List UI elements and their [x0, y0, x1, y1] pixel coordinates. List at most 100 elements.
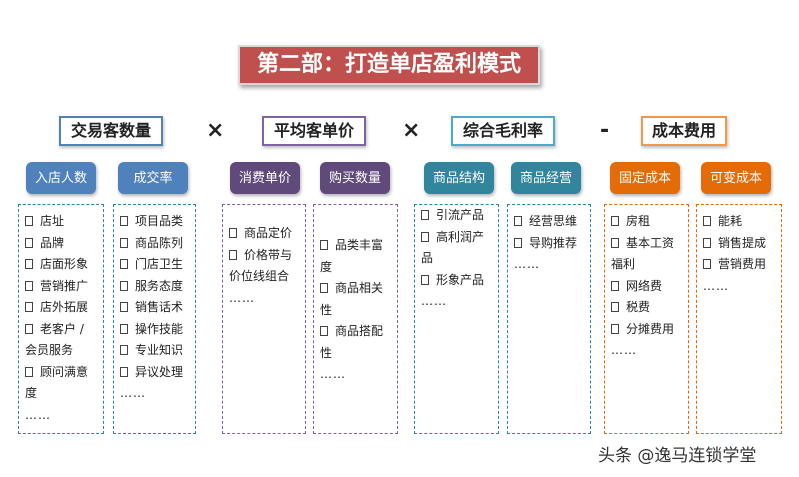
- list-item-label: 商品定价: [244, 226, 293, 240]
- list-item: 专业知识: [120, 340, 189, 362]
- pill-conversion-rate: 成交率: [118, 162, 188, 194]
- list-item-label: 营销推广: [40, 278, 89, 293]
- page-title: 第二部：打造单店盈利模式: [238, 45, 540, 85]
- list-item: 商品搭配性: [320, 321, 391, 364]
- checkbox-bullet-icon: [25, 216, 33, 226]
- list-item: 税费: [611, 297, 682, 319]
- list-item: 老客户 / 会员服务: [25, 319, 97, 362]
- detail-box-purchase-quantity: 品类丰富度商品相关性商品搭配性 ……: [313, 204, 398, 434]
- list-item-label: 店外拓展: [40, 300, 89, 314]
- list-item: 导购推荐: [514, 233, 584, 255]
- pill-product-structure: 商品结构: [424, 162, 494, 194]
- list-item: 门店卫生: [120, 254, 189, 276]
- list-item-label: 营销费用: [718, 257, 767, 271]
- more-ellipsis: ……: [320, 367, 346, 381]
- pill-product-operation: 商品经营: [511, 162, 581, 194]
- list-item-label: 形象产品: [436, 272, 485, 287]
- list-item-label: 能耗: [718, 214, 743, 228]
- checkbox-bullet-icon: [229, 249, 237, 260]
- checkbox-bullet-icon: [120, 280, 128, 291]
- list-item-label: 分摊费用: [626, 321, 675, 336]
- more-ellipsis: ……: [421, 294, 447, 308]
- list-item: 异议处理: [120, 362, 189, 384]
- pill-unit-price: 消费单价: [230, 162, 300, 194]
- detail-box-conversion-rate: 项目品类商品陈列门店卫生服务态度销售话术操作技能专业知识异议处理 ……: [113, 204, 196, 434]
- checkbox-bullet-icon: [120, 366, 128, 377]
- list-item-label: 销售提成: [718, 235, 767, 250]
- pill-purchase-quantity: 购买数量: [320, 162, 390, 194]
- list-item-label: 门店卫生: [135, 257, 184, 271]
- checkbox-bullet-icon: [25, 323, 33, 334]
- checkbox-bullet-icon: [320, 283, 328, 293]
- checkbox-bullet-icon: [703, 216, 711, 226]
- checkbox-bullet-icon: [611, 237, 619, 248]
- checkbox-bullet-icon: [421, 231, 429, 242]
- list-item-label: 店面形象: [40, 257, 89, 271]
- factor-average-ticket: 平均客单价: [262, 116, 366, 146]
- list-item: 操作技能: [120, 319, 189, 341]
- checkbox-bullet-icon: [120, 259, 128, 269]
- list-item: 价格带与价位线组合: [229, 245, 299, 288]
- checkbox-bullet-icon: [514, 237, 522, 248]
- list-item-label: 销售话术: [135, 300, 184, 314]
- checkbox-bullet-icon: [25, 237, 33, 248]
- list-item-label: 房租: [626, 214, 651, 228]
- checkbox-bullet-icon: [25, 280, 33, 291]
- list-item: 店址: [25, 211, 97, 233]
- more-ellipsis: ……: [611, 343, 637, 357]
- list-item: 营销费用: [703, 254, 775, 276]
- list-item-label: 网络费: [626, 278, 663, 293]
- checkbox-bullet-icon: [611, 280, 619, 291]
- checkbox-bullet-icon: [421, 210, 429, 220]
- list-item: 房租: [611, 211, 682, 233]
- detail-box-variable-cost: 能耗销售提成营销费用……: [696, 204, 782, 434]
- list-item-label: 品类丰富度: [320, 238, 384, 274]
- list-item-label: 高利润产品: [421, 229, 485, 266]
- checkbox-bullet-icon: [120, 237, 128, 248]
- list-item-label: 经营思维: [529, 214, 578, 228]
- checkbox-bullet-icon: [514, 216, 522, 226]
- checkbox-bullet-icon: [611, 302, 619, 312]
- list-item-label: 服务态度: [135, 278, 184, 293]
- list-item: 经营思维: [514, 211, 584, 233]
- list-item: 分摊费用: [611, 319, 682, 341]
- checkbox-bullet-icon: [320, 326, 328, 336]
- list-item-label: 商品相关性: [320, 281, 384, 317]
- checkbox-bullet-icon: [120, 345, 128, 355]
- checkbox-bullet-icon: [703, 237, 711, 248]
- checkbox-bullet-icon: [229, 228, 237, 238]
- factor-cost-expense: 成本费用: [641, 116, 727, 146]
- list-item: 销售提成: [703, 233, 775, 255]
- list-item: 商品定价: [229, 223, 299, 245]
- list-item: 引流产品: [421, 205, 492, 227]
- list-item-label: 项目品类: [135, 214, 184, 228]
- list-item-label: 品牌: [40, 235, 65, 250]
- more-ellipsis: ……: [120, 386, 146, 400]
- more-ellipsis: ……: [514, 257, 540, 271]
- checkbox-bullet-icon: [25, 366, 33, 377]
- multiply-operator: ×: [402, 118, 421, 143]
- detail-box-unit-price: 商品定价价格带与价位线组合……: [222, 204, 306, 434]
- pill-fixed-cost: 固定成本: [610, 162, 680, 194]
- list-item: 店外拓展: [25, 297, 97, 319]
- checkbox-bullet-icon: [320, 240, 328, 250]
- list-item: 网络费: [611, 276, 682, 298]
- checkbox-bullet-icon: [25, 259, 33, 269]
- list-item-label: 老客户 / 会员服务: [25, 321, 84, 358]
- list-item: 商品陈列: [120, 233, 189, 255]
- checkbox-bullet-icon: [703, 259, 711, 269]
- more-ellipsis: ……: [25, 407, 51, 422]
- checkbox-bullet-icon: [120, 302, 128, 312]
- list-item-label: 商品搭配性: [320, 324, 384, 360]
- list-item: 服务态度: [120, 276, 189, 298]
- list-item-label: 基本工资福利: [611, 235, 675, 272]
- detail-box-fixed-cost: 房租基本工资福利网络费税费分摊费用 ……: [604, 204, 689, 434]
- checkbox-bullet-icon: [611, 216, 619, 226]
- checkbox-bullet-icon: [120, 216, 128, 226]
- detail-box-store-traffic: 店址品牌店面形象营销推广店外拓展老客户 / 会员服务顾问满意度……: [18, 204, 104, 434]
- list-item: 品类丰富度: [320, 235, 391, 278]
- watermark: 头条 @逸马连锁学堂: [598, 446, 757, 466]
- pill-variable-cost: 可变成本: [701, 162, 771, 194]
- list-item: 营销推广: [25, 276, 97, 298]
- detail-box-product-operation: 经营思维导购推荐 ……: [507, 204, 591, 434]
